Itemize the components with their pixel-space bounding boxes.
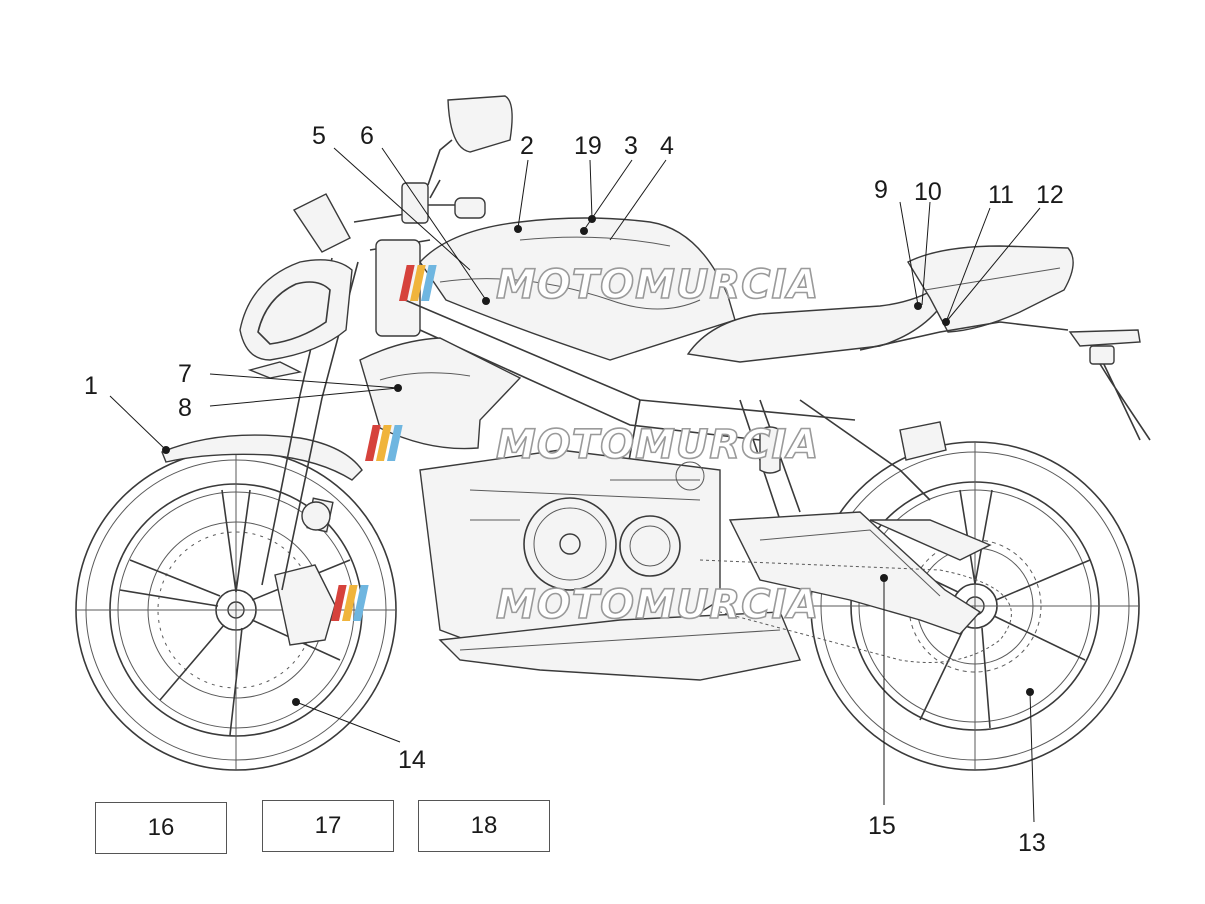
engine bbox=[419, 449, 721, 661]
callout-8: 8 bbox=[178, 394, 192, 422]
tail-section bbox=[907, 245, 1074, 333]
callout-12: 12 bbox=[1036, 181, 1064, 209]
watermark-text: MOTOMURCIA bbox=[496, 422, 819, 468]
callout-15: 15 bbox=[868, 812, 896, 840]
part-box-16: 16 bbox=[95, 802, 227, 854]
part-box-17: 17 bbox=[262, 800, 394, 852]
callout-10: 10 bbox=[914, 178, 942, 206]
callout-2: 2 bbox=[520, 132, 534, 160]
callout-19: 19 bbox=[574, 132, 602, 160]
front-wheel bbox=[75, 449, 397, 771]
watermark-top: MOTOMURCIA bbox=[399, 261, 819, 309]
rear-wheel bbox=[810, 441, 1140, 771]
callout-1: 1 bbox=[84, 372, 98, 400]
side-panel bbox=[359, 337, 522, 450]
front-fender bbox=[161, 434, 363, 481]
handlebar-mirror bbox=[401, 95, 513, 224]
callout-7: 7 bbox=[178, 360, 192, 388]
motorcycle-drawing bbox=[75, 95, 1151, 771]
part-box-18: 18 bbox=[418, 800, 550, 852]
exhaust bbox=[438, 611, 801, 681]
callout-6: 6 bbox=[360, 122, 374, 150]
callout-9: 9 bbox=[874, 176, 888, 204]
watermark-text: MOTOMURCIA bbox=[496, 262, 819, 308]
watermark-bottom: MOTOMURCIA bbox=[331, 581, 819, 629]
leader-lines bbox=[109, 147, 1041, 823]
callout-11: 11 bbox=[988, 181, 1014, 209]
swingarm bbox=[728, 511, 982, 635]
headlight-cockpit bbox=[239, 193, 431, 379]
callout-3: 3 bbox=[624, 132, 638, 160]
leader-dots bbox=[162, 215, 1034, 706]
callout-4: 4 bbox=[660, 132, 674, 160]
watermark-text: MOTOMURCIA bbox=[496, 582, 819, 628]
chain bbox=[699, 559, 1012, 663]
watermark-middle: MOTOMURCIA bbox=[365, 421, 819, 469]
license-plate-holder bbox=[1068, 329, 1151, 441]
callout-13: 13 bbox=[1018, 829, 1046, 857]
fuel-tank bbox=[419, 217, 736, 361]
callout-14: 14 bbox=[398, 746, 426, 774]
callout-labels: 1 2 3 4 5 6 7 8 9 10 11 12 13 14 15 19 bbox=[84, 122, 1064, 857]
callout-5: 5 bbox=[312, 122, 326, 150]
seat bbox=[686, 285, 951, 363]
